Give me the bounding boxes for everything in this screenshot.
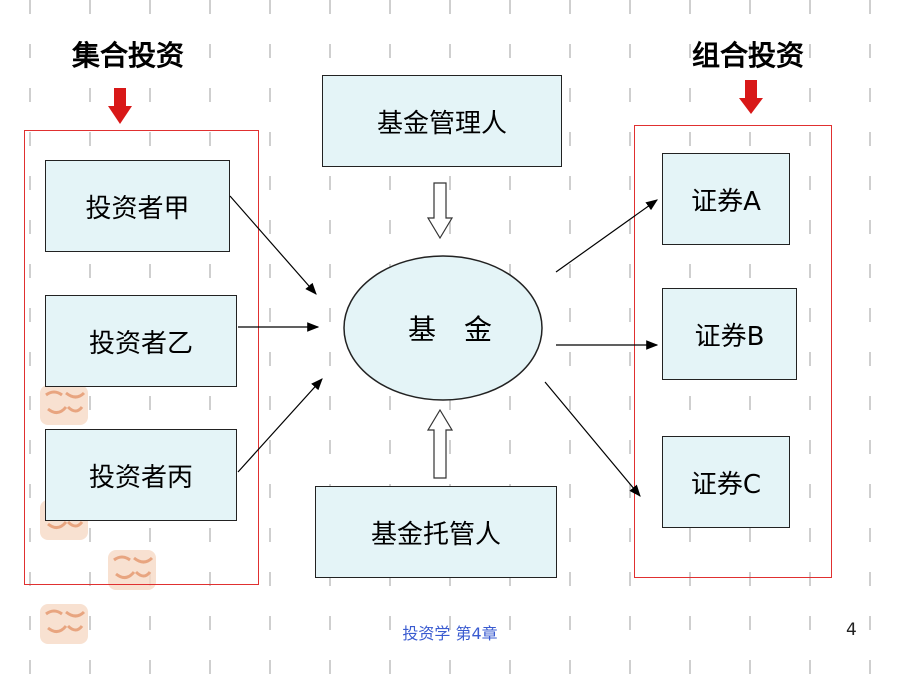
fund-manager-label: 基金管理人 (376, 108, 507, 139)
seal-stamp-icon (40, 385, 88, 425)
security-box-c: 证券C (662, 436, 790, 528)
hollow-down-arrow-icon (426, 182, 454, 240)
left-group-frame (24, 130, 259, 585)
right-group-title: 组合投资 (692, 39, 805, 72)
red-down-arrow-icon (108, 88, 132, 124)
fund-custodian-label: 基金托管人 (370, 519, 501, 550)
investor-label: 投资者甲 (85, 193, 190, 224)
security-box-a: 证券A (662, 153, 790, 245)
investor-label: 投资者丙 (88, 462, 193, 493)
arrow-investor-bing-to-fund (237, 378, 323, 473)
investor-box-yi: 投资者乙 (45, 295, 237, 387)
security-label: 证券A (691, 186, 761, 217)
investor-label: 投资者乙 (88, 328, 193, 359)
fund-manager-box: 基金管理人 (322, 75, 562, 167)
right-group-frame (634, 125, 832, 578)
footer-text: 投资学 第4章 (402, 624, 498, 643)
investor-box-bing: 投资者丙 (45, 429, 237, 521)
investor-box-jia: 投资者甲 (45, 160, 230, 252)
arrow-investor-jia-to-fund (229, 195, 317, 295)
seal-stamp-icon (40, 604, 88, 644)
seal-stamp-icon (108, 550, 156, 590)
security-box-b: 证券B (662, 288, 797, 380)
arrow-fund-to-security-a (555, 199, 658, 273)
hollow-up-arrow-icon (426, 408, 454, 479)
fund-custodian-box: 基金托管人 (315, 486, 557, 578)
security-label: 证券C (690, 469, 762, 500)
arrow-fund-to-security-c (544, 381, 641, 497)
red-down-arrow-icon (739, 80, 763, 114)
fund-ellipse (343, 255, 543, 401)
left-group-title: 集合投资 (72, 39, 185, 72)
page-number: 4 (846, 620, 857, 640)
fund-label: 基 金 (408, 313, 492, 346)
security-label: 证券B (694, 321, 765, 352)
